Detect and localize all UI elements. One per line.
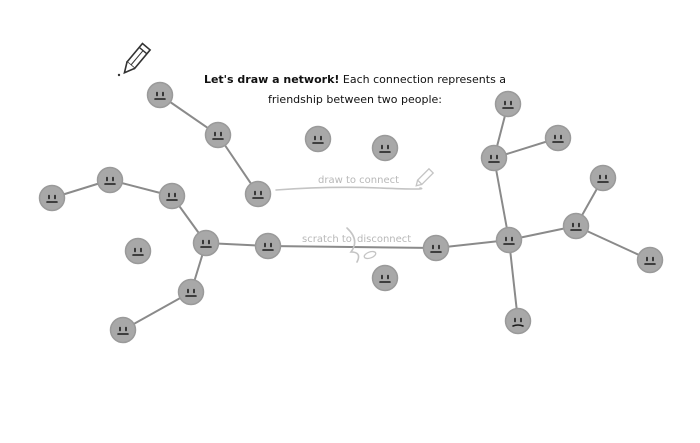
neutral-face-icon (104, 176, 116, 185)
person-body (38, 184, 66, 212)
person-node[interactable] (304, 125, 332, 153)
neutral-face-icon (503, 236, 515, 245)
person-node[interactable] (158, 182, 186, 210)
person-node[interactable] (480, 144, 508, 172)
hint-pencil-icon (415, 167, 435, 187)
connect-hint-line (275, 186, 423, 191)
neutral-face-icon (502, 100, 514, 109)
person-body (371, 264, 399, 292)
disconnect-hint-label-a: scratch to (302, 234, 352, 245)
person-node[interactable] (544, 124, 572, 152)
frown-face-icon (512, 317, 524, 327)
disconnect-hint-label-b: disconnect (357, 234, 411, 245)
neutral-face-icon (379, 274, 391, 283)
person-node[interactable] (38, 184, 66, 212)
person-node[interactable] (636, 246, 664, 274)
person-body (177, 278, 205, 306)
neutral-face-icon (212, 131, 224, 140)
person-body (495, 226, 523, 254)
person-node[interactable] (371, 264, 399, 292)
friendship-edge[interactable] (493, 157, 510, 241)
person-node[interactable] (124, 237, 152, 265)
person-node[interactable] (204, 121, 232, 149)
nodes-layer (38, 81, 664, 344)
neutral-face-icon (185, 288, 197, 297)
person-node[interactable] (96, 166, 124, 194)
person-node[interactable] (177, 278, 205, 306)
person-body (504, 307, 532, 335)
neutral-face-icon (552, 134, 564, 143)
neutral-face-icon (252, 190, 264, 199)
person-body (494, 90, 522, 118)
neutral-face-icon (166, 192, 178, 201)
friendship-edge[interactable] (267, 245, 437, 249)
friendship-edge[interactable] (508, 239, 519, 322)
person-body (480, 144, 508, 172)
person-body (204, 121, 232, 149)
hint-eraser-icon (363, 250, 377, 260)
person-body (158, 182, 186, 210)
person-body (636, 246, 664, 274)
person-body (192, 229, 220, 257)
person-node[interactable] (562, 212, 590, 240)
person-node[interactable] (244, 180, 272, 208)
person-body (96, 166, 124, 194)
neutral-face-icon (262, 242, 274, 251)
neutral-face-icon (379, 144, 391, 153)
connect-hint: draw to connect (275, 167, 435, 191)
neutral-face-icon (597, 174, 609, 183)
person-node[interactable] (254, 232, 282, 260)
person-body (146, 81, 174, 109)
disconnect-hint: scratch to disconnect (302, 227, 411, 263)
person-body (109, 316, 137, 344)
person-node[interactable] (494, 90, 522, 118)
neutral-face-icon (46, 194, 58, 203)
neutral-face-icon (430, 244, 442, 253)
person-body (544, 124, 572, 152)
person-node[interactable] (146, 81, 174, 109)
person-node[interactable] (422, 234, 450, 262)
person-node[interactable] (495, 226, 523, 254)
person-body (562, 212, 590, 240)
person-body (254, 232, 282, 260)
person-node[interactable] (371, 134, 399, 162)
neutral-face-icon (132, 247, 144, 256)
neutral-face-icon (117, 326, 129, 335)
friendship-edge[interactable] (575, 225, 651, 261)
person-body (304, 125, 332, 153)
connect-hint-label: draw to connect (318, 175, 399, 186)
person-body (589, 164, 617, 192)
person-node[interactable] (192, 229, 220, 257)
neutral-face-icon (154, 91, 166, 100)
person-body (422, 234, 450, 262)
person-body (244, 180, 272, 208)
pencil-icon-graphic (117, 42, 152, 77)
person-node[interactable] (589, 164, 617, 192)
person-body (124, 237, 152, 265)
neutral-face-icon (644, 256, 656, 265)
pencil-icon[interactable] (112, 40, 158, 82)
intro-body: Each connection represents a friendship … (267, 73, 507, 106)
scratch-mark (346, 227, 360, 263)
neutral-face-icon (312, 135, 324, 144)
neutral-face-icon (200, 239, 212, 248)
intro-text: Let's draw a network! Each connection re… (200, 70, 510, 110)
person-node[interactable] (109, 316, 137, 344)
person-body (371, 134, 399, 162)
intro-title: Let's draw a network! (203, 73, 340, 86)
neutral-face-icon (488, 154, 500, 163)
person-node[interactable] (504, 307, 532, 335)
neutral-face-icon (570, 222, 582, 231)
